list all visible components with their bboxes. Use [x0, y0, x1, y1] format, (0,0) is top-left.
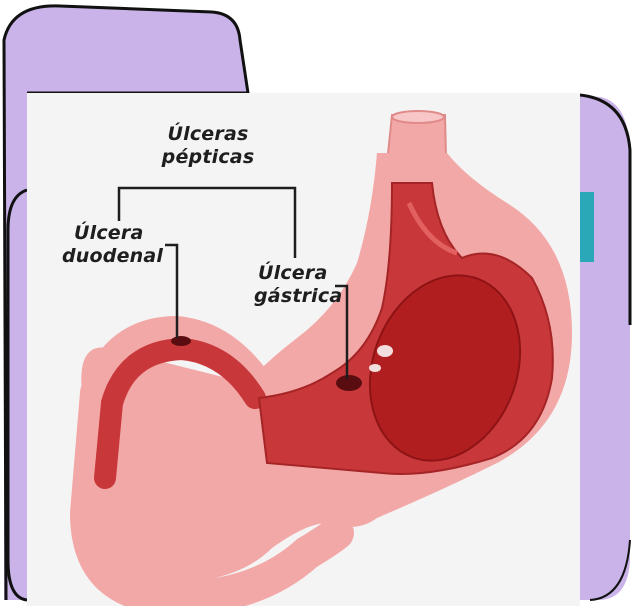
teal-tab — [580, 192, 594, 262]
gastric-erosion-1 — [377, 345, 393, 357]
duodenal-ulcer-label: Úlcera duodenal — [62, 222, 163, 268]
gastric-erosion-2 — [369, 364, 381, 372]
card-left-edge — [4, 40, 6, 600]
duodenal-ulcer — [171, 336, 191, 346]
gastric-ulcer-label: Úlcera gástrica — [254, 262, 342, 308]
peptic-ulcers-label: Úlceras pépticas — [148, 123, 268, 169]
peptic-ulcers-line1: Úlceras — [148, 123, 268, 146]
stomach-illustration — [27, 93, 580, 606]
duodenal-ulcer-line2: duodenal — [62, 245, 163, 268]
gastric-ulcer-line1: Úlcera — [254, 262, 342, 285]
card-front-left — [8, 190, 27, 600]
gastric-ulcer-line2: gástrica — [254, 285, 342, 308]
duodenal-ulcer-line1: Úlcera — [62, 222, 163, 245]
gastric-ulcer — [336, 375, 362, 391]
peptic-ulcers-line2: pépticas — [148, 146, 268, 169]
card-right — [580, 95, 630, 600]
